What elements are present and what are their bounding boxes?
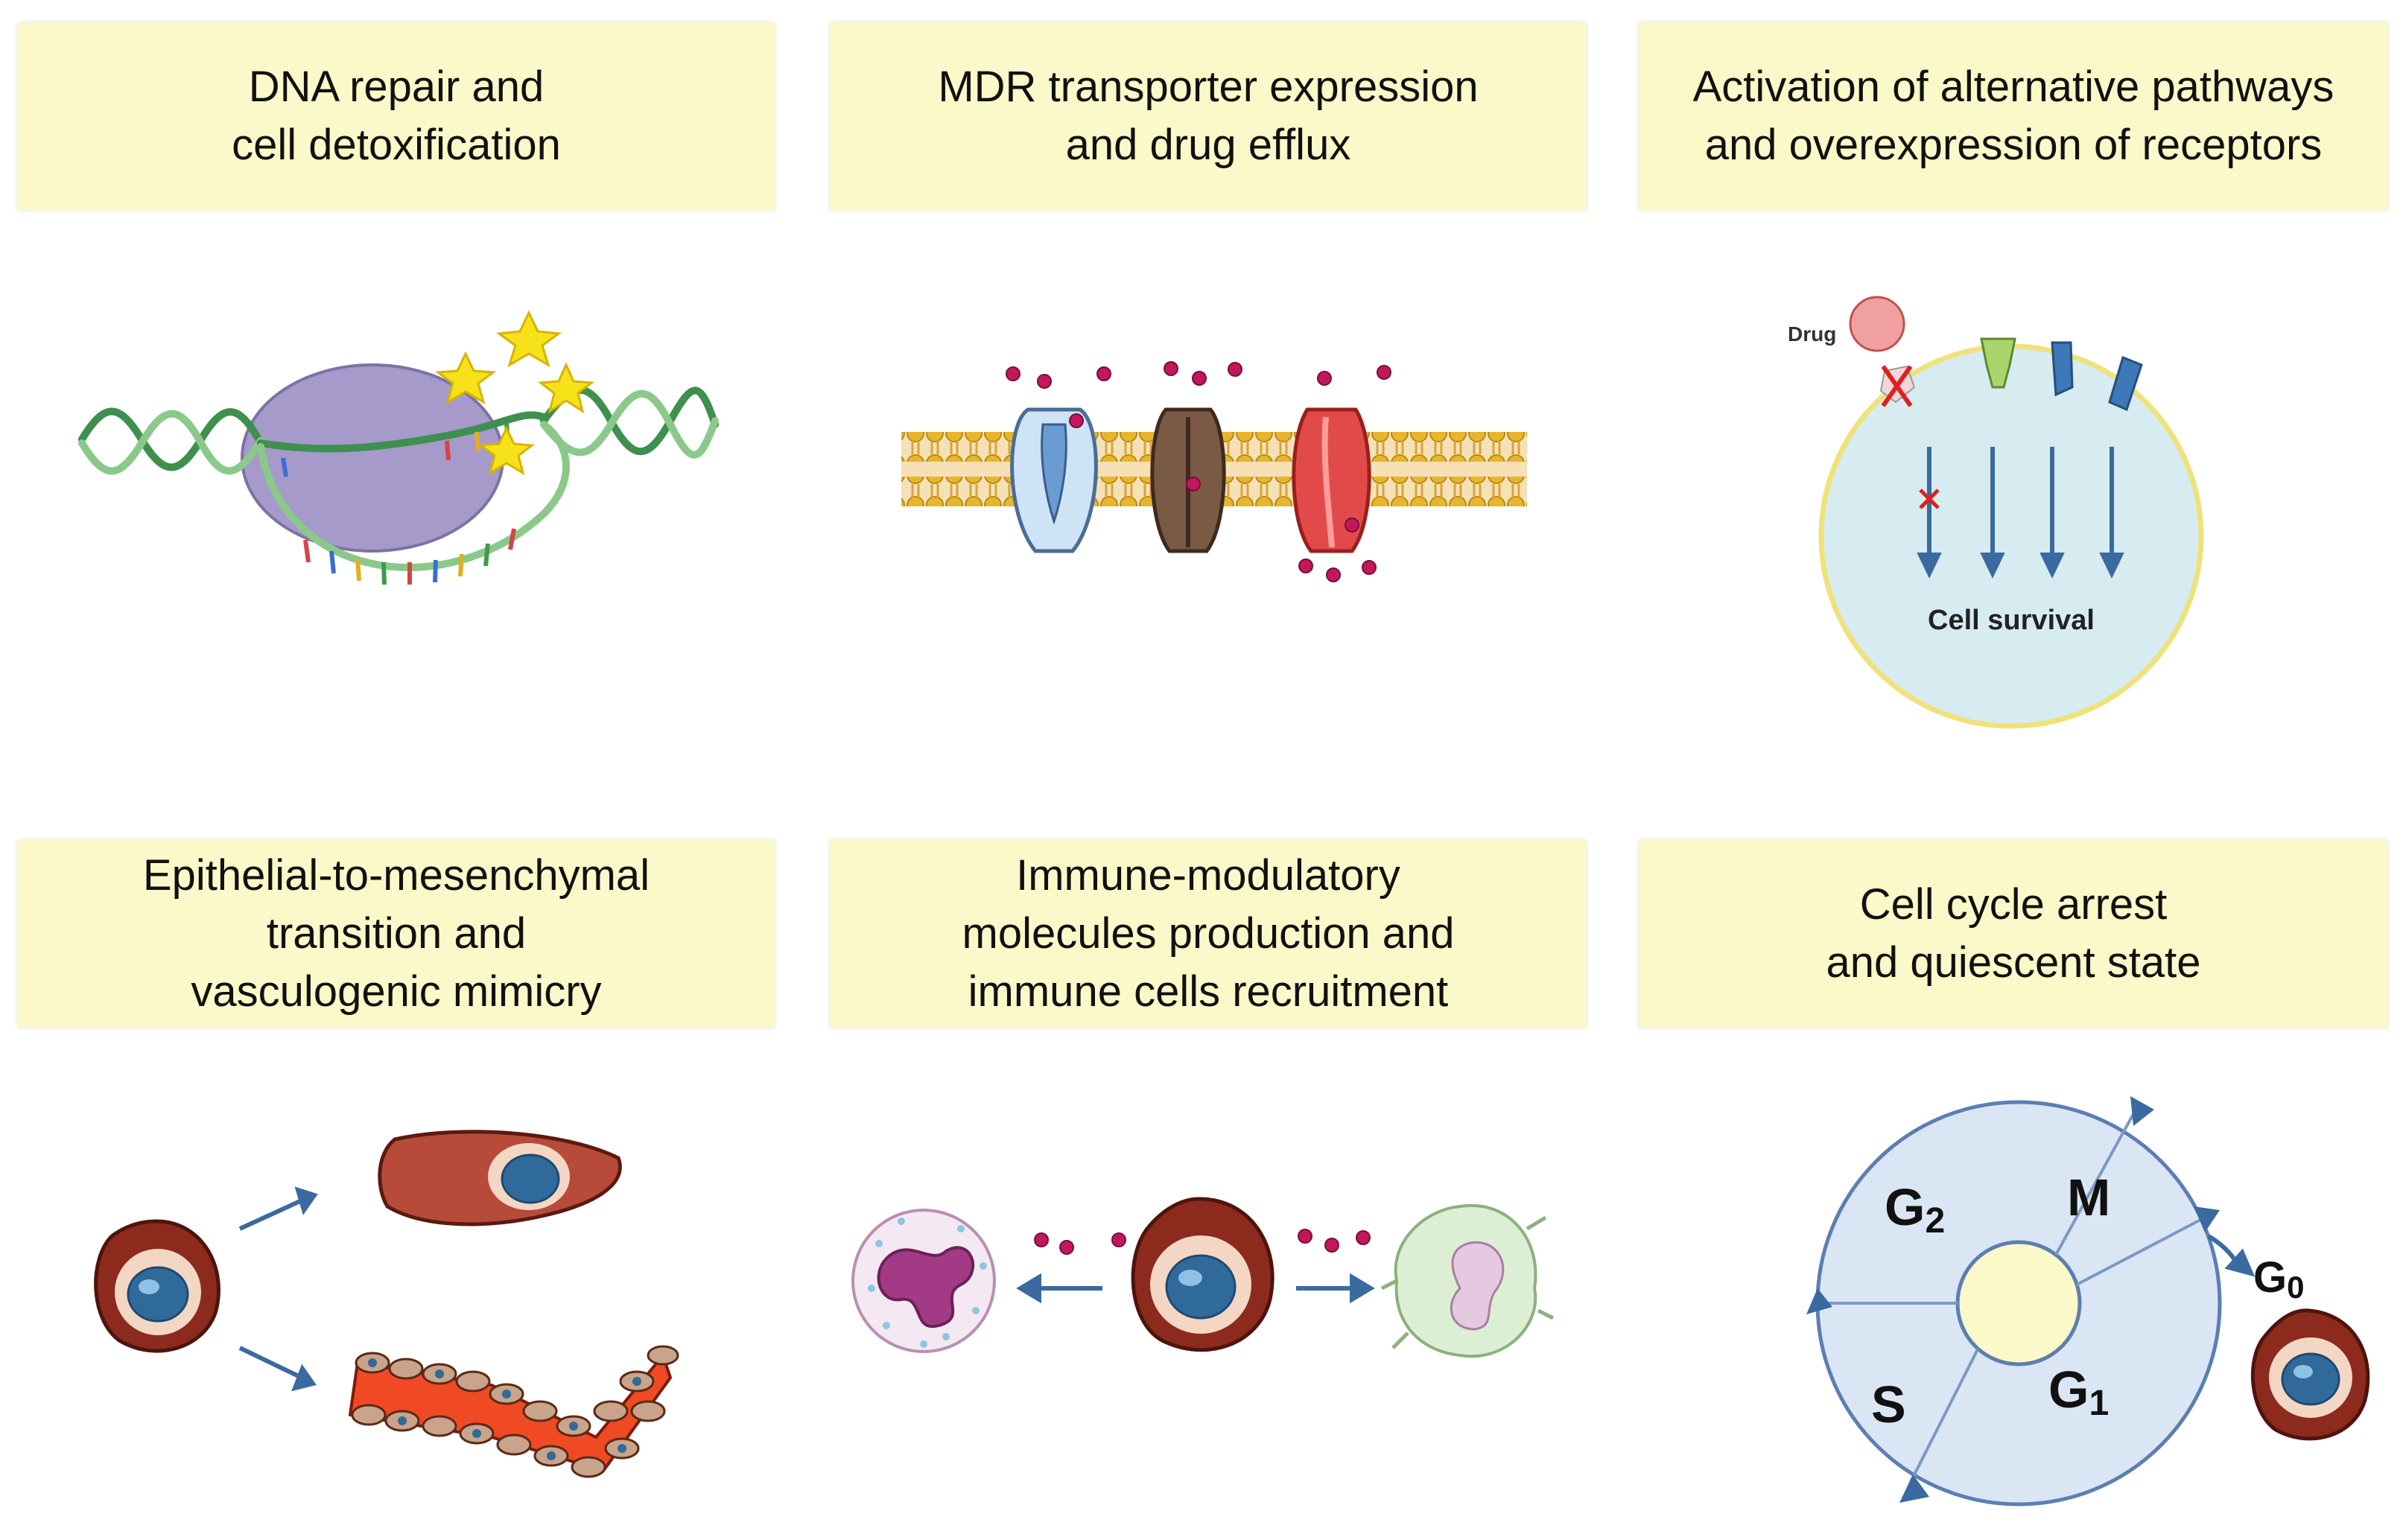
drug-particles <box>1006 361 1391 582</box>
dna-repair-illustration <box>78 310 719 585</box>
vasculogenic-vessel <box>348 1345 679 1478</box>
cell-membrane <box>1818 343 2204 729</box>
drug-label: Drug <box>1788 322 1836 346</box>
receptor-green <box>1980 337 2016 389</box>
drug-sphere <box>1849 296 1905 352</box>
nucleus <box>127 1266 189 1323</box>
cytokine-particles <box>1034 1229 1371 1255</box>
cell-survival-label: Cell survival <box>1928 605 2095 636</box>
blocked-pathway-icon <box>1919 489 1940 509</box>
pathway-arrows <box>1917 447 2124 579</box>
cell-cycle-center <box>1955 1240 2082 1366</box>
transition-arrows <box>238 1186 318 1392</box>
blocked-receptor <box>1879 365 1916 407</box>
phase-label-s: S <box>1871 1375 1906 1434</box>
neutrophil-cell <box>851 1209 996 1353</box>
phase-label-g2: G2 <box>1885 1178 1945 1241</box>
mdr-membrane-illustration <box>901 361 1527 582</box>
tumor-cell <box>1131 1197 1274 1352</box>
cell-cycle-illustration: G2 M S G1 G0 <box>1806 1096 2370 1506</box>
cycle-direction-arrows <box>1806 1096 2220 1503</box>
transporter-blue <box>1010 407 1098 553</box>
receptor-blue-2 <box>2108 355 2143 412</box>
quiescent-cell <box>2250 1308 2370 1441</box>
recruitment-arrows <box>1016 1273 1375 1304</box>
immune-illustration <box>851 1197 1555 1358</box>
dna-helix <box>78 386 719 571</box>
macrophage-cell <box>1380 1203 1555 1358</box>
damage-star-icons <box>434 310 594 476</box>
receptor-blue-1 <box>2051 341 2074 397</box>
phase-label-g1: G1 <box>2048 1361 2109 1423</box>
emt-illustration <box>94 1130 679 1478</box>
nucleus-mesenchymal <box>501 1154 560 1204</box>
phase-label-g0: G0 <box>2253 1253 2304 1305</box>
phase-label-m: M <box>2067 1168 2110 1226</box>
epithelial-cell <box>94 1219 220 1353</box>
transporter-red <box>1292 407 1371 553</box>
receptor-pathways-illustration: Drug Cell survival <box>1788 296 2204 729</box>
mesenchymal-cell <box>378 1130 622 1226</box>
g0-exit-arrow <box>2207 1234 2256 1277</box>
phase-dividers <box>1819 1105 2206 1483</box>
